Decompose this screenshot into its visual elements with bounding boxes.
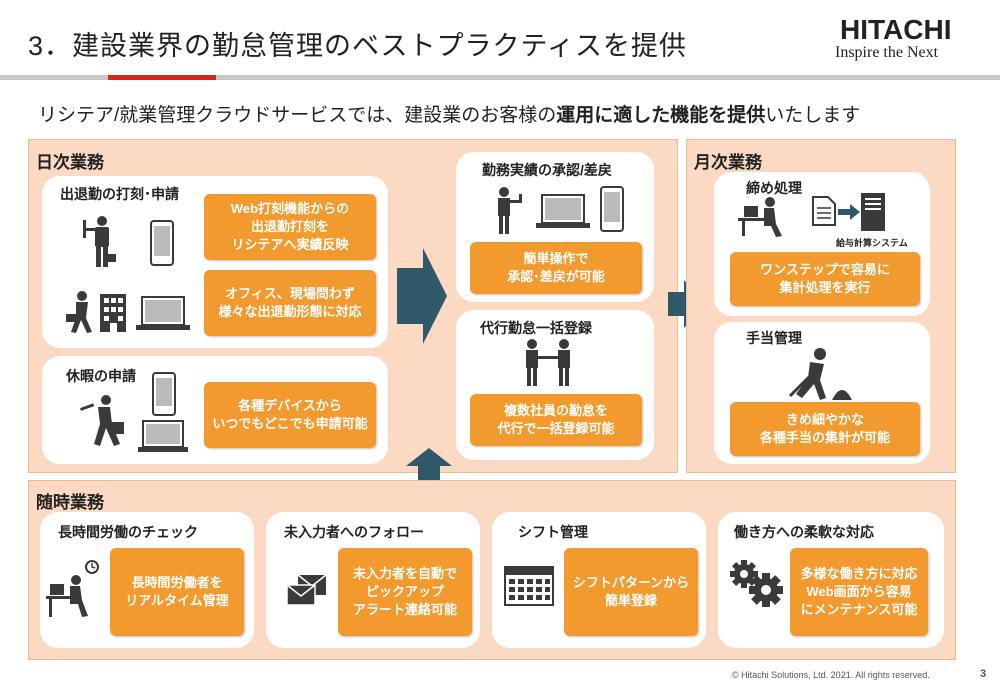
- flexible-box-line1: 多様な働き方に対応: [800, 566, 918, 581]
- followup-card-title: 未入力者へのフォロー: [284, 524, 424, 540]
- desk-worker-icon: [738, 197, 782, 237]
- building-icon: [100, 294, 126, 332]
- closing-box-line2: 集計処理を実行: [779, 280, 871, 295]
- shift-card-title: シフト管理: [518, 524, 588, 540]
- envelopes-icon: [286, 574, 327, 606]
- allowance-box-line1: きめ細やかな: [785, 412, 864, 427]
- clock-box-1-line1: Web打刻機能からの: [230, 201, 350, 216]
- calendar-icon: [504, 566, 554, 606]
- shift-box-line1: シフトパターンから: [572, 575, 690, 590]
- clock-box-1-line2: 出退勤打刻を: [250, 219, 329, 234]
- clock-box-2: オフィス、現場問わず 様々な出退勤形態に対応: [204, 270, 376, 336]
- arrow-right-icon: [838, 204, 860, 220]
- presenter-icon: [498, 187, 522, 234]
- gears-icon: [730, 560, 783, 607]
- shift-box: シフトパターンから 簡単登録: [564, 548, 698, 636]
- clock-box-1-line3: リシテアへ実績反映: [231, 237, 349, 252]
- walking-worker-icon: [66, 291, 92, 333]
- digging-worker-icon: [788, 348, 852, 400]
- proxy-box: 複数社員の勤怠を 代行で一括登録可能: [470, 394, 642, 446]
- desk-worker-clock-icon: [46, 560, 99, 617]
- flow-arrow-right-icon: [397, 248, 447, 344]
- construction-worker-icon: [83, 216, 116, 267]
- proxy-card-title: 代行勤怠一括登録: [480, 320, 592, 336]
- subtitle-part3: いたします: [765, 105, 861, 126]
- allowance-box-line2: 各種手当の集計が可能: [759, 430, 890, 445]
- page-title: 3．建設業界の勤怠管理のベストプラクティスを提供: [28, 31, 687, 61]
- smartphone-icon: [152, 372, 176, 416]
- running-worker-icon: [80, 395, 124, 446]
- approval-box: 簡単操作で 承認･差戻が可能: [470, 242, 642, 294]
- anytime-title: 随時業務: [36, 493, 104, 512]
- subtitle-part1: リシテア/就業管理クラウドサービスでは、建設業のお客様の: [38, 105, 557, 126]
- closing-card-title: 締め処理: [746, 180, 802, 196]
- laptop-icon: [138, 420, 188, 452]
- flexible-box-line3: にメンテナンス可能: [800, 602, 918, 617]
- copyright: © Hitachi Solutions, Ltd. 2021. All righ…: [732, 670, 930, 680]
- flow-arrow-up-icon: [406, 448, 452, 482]
- handshake-icon: [526, 339, 570, 386]
- header-rule: [0, 75, 1000, 80]
- clock-box-2-line1: オフィス、現場問わず: [225, 286, 355, 301]
- overtime-box-line1: 長時間労働者を: [131, 575, 223, 590]
- closing-box: ワンステップで容易に 集計処理を実行: [730, 252, 920, 306]
- allowance-box: きめ細やかな 各種手当の集計が可能: [730, 402, 920, 456]
- followup-box: 未入力者を自動で ピックアップ アラート連絡可能: [338, 548, 472, 636]
- clock-box-2-line2: 様々な出退勤形態に対応: [218, 304, 362, 319]
- page-number: 3: [980, 668, 987, 680]
- document-icon: [812, 196, 836, 226]
- approval-box-line1: 簡単操作で: [523, 251, 589, 266]
- flexible-box-line2: Web画面から容易: [806, 584, 912, 599]
- leave-box-line1: 各種デバイスから: [238, 398, 342, 413]
- shift-box-line2: 簡単登録: [604, 593, 657, 608]
- clock-box-1: Web打刻機能からの 出退勤打刻を リシテアへ実績反映: [204, 194, 376, 260]
- followup-box-line2: ピックアップ: [365, 584, 444, 599]
- daily-title: 日次業務: [36, 153, 104, 172]
- followup-box-line3: アラート連絡可能: [352, 602, 457, 617]
- flexible-card-title: 働き方への柔軟な対応: [734, 524, 874, 540]
- monthly-title: 月次業務: [694, 153, 762, 172]
- header-rule-accent: [108, 75, 216, 80]
- proxy-box-line1: 複数社員の勤怠を: [503, 403, 608, 418]
- leave-box: 各種デバイスから いつでもどこでも申請可能: [204, 382, 376, 448]
- allowance-card-title: 手当管理: [746, 330, 802, 346]
- approval-card-title: 勤務実績の承認/差戻: [482, 162, 612, 178]
- leave-card-title: 休暇の申請: [66, 368, 136, 384]
- payroll-system-label: 給与計算システム: [836, 238, 908, 248]
- hitachi-logo: HITACHI: [840, 14, 952, 45]
- laptop-icon: [136, 296, 190, 330]
- proxy-box-line2: 代行で一括登録可能: [497, 421, 615, 436]
- clock-card-title: 出退勤の打刻･申請: [60, 186, 179, 202]
- logo-tagline: Inspire the Next: [835, 44, 939, 61]
- overtime-card-title: 長時間労働のチェック: [58, 524, 198, 540]
- laptop-icon: [536, 194, 590, 228]
- server-icon: [861, 193, 885, 231]
- leave-box-line2: いつでもどこでも申請可能: [212, 416, 368, 431]
- overtime-box-line2: リアルタイム管理: [125, 593, 229, 608]
- flexible-box: 多様な働き方に対応 Web画面から容易 にメンテナンス可能: [790, 548, 928, 636]
- approval-box-line2: 承認･差戻が可能: [507, 269, 605, 284]
- smartphone-icon: [150, 220, 174, 266]
- overtime-box: 長時間労働者を リアルタイム管理: [110, 548, 244, 636]
- followup-box-line1: 未入力者を自動で: [352, 566, 457, 581]
- closing-box-line1: ワンステップで容易に: [760, 262, 890, 277]
- subtitle: リシテア/就業管理クラウドサービスでは、建設業のお客様の運用に適した機能を提供い…: [38, 100, 860, 127]
- subtitle-emphasis: 運用に適した機能を提供: [556, 105, 766, 126]
- smartphone-icon: [600, 186, 624, 232]
